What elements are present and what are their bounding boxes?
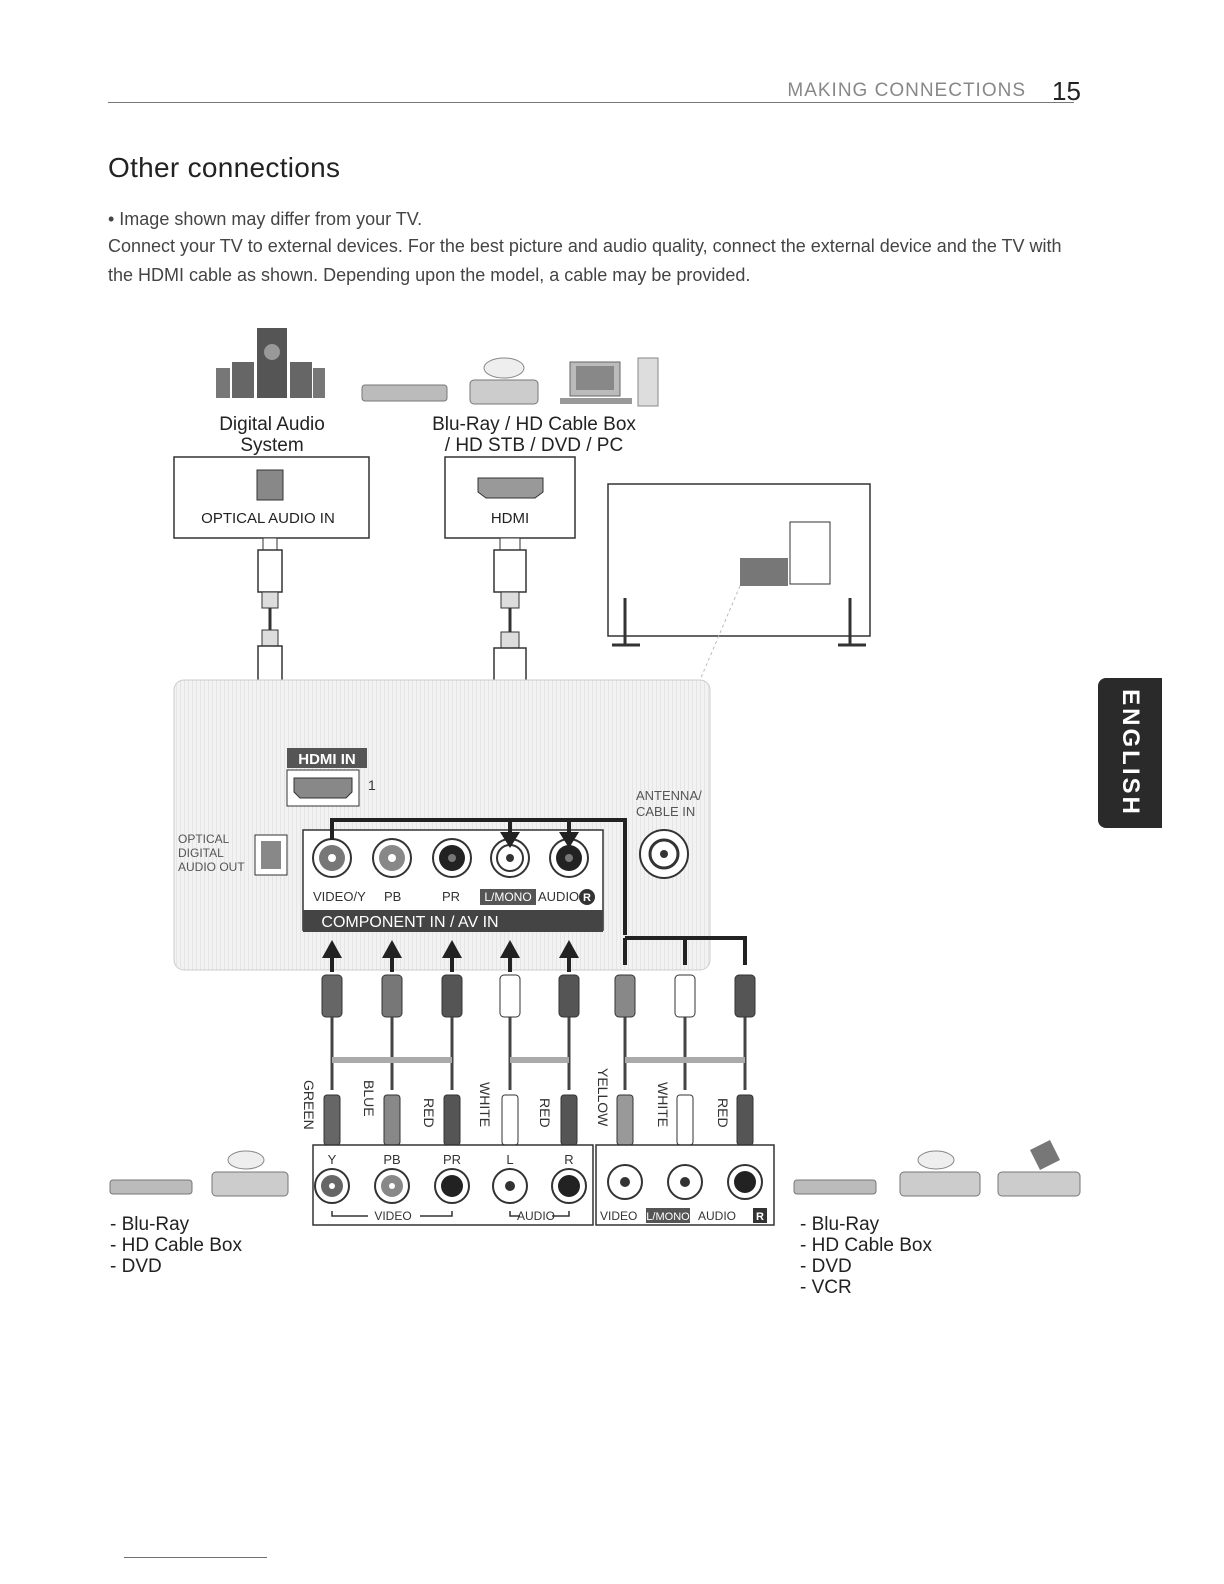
ext-av-audio-label: AUDIO — [698, 1209, 736, 1223]
component-label: COMPONENT IN / AV IN — [321, 914, 498, 931]
right-device-list: - Blu-Ray - HD Cable Box - DVD - VCR — [800, 1214, 932, 1298]
ext-jack-label-pb: PB — [383, 1152, 400, 1167]
section-title: MAKING CONNECTIONS — [787, 80, 1026, 101]
tv-back-icon — [600, 483, 871, 681]
right-list-item: - HD Cable Box — [800, 1235, 932, 1256]
right-list-item: - Blu-Ray — [800, 1214, 880, 1235]
hdmi-in-label-bg — [287, 748, 367, 768]
ext-jack-label-pr: PR — [443, 1152, 461, 1167]
ext-av-r-bg — [753, 1208, 767, 1223]
jack-label-r-bg — [579, 889, 595, 905]
ext-av-mono-label: L/MONO — [646, 1211, 690, 1223]
av-cable-bracket — [330, 818, 627, 935]
ext-av-video-label: VIDEO — [600, 1209, 637, 1223]
jack-label-pb: PB — [384, 889, 401, 904]
cable-wires — [330, 1017, 747, 1090]
image-note: • Image shown may differ from your TV. — [108, 209, 423, 229]
right-list-item: - VCR — [800, 1277, 852, 1298]
right-devices-icon — [793, 1140, 1081, 1197]
ext-video-label: VIDEO — [374, 1209, 411, 1223]
cable-label-white: WHITE — [477, 1082, 493, 1127]
intro-paragraph: Connect your TV to external devices. For… — [108, 236, 1062, 285]
hdmi-box-label: HDMI — [491, 510, 529, 527]
av-device-label-2: / HD STB / DVD / PC — [445, 435, 623, 456]
hdmi-in-label: HDMI IN — [298, 751, 356, 768]
ext-av-r-label: R — [756, 1211, 764, 1223]
component-label-bg — [303, 910, 603, 932]
antenna-label-2: CABLE IN — [636, 804, 695, 819]
cable-label-red-3: RED — [715, 1098, 731, 1128]
audio-system-label-2: System — [240, 435, 303, 456]
left-list-item: - HD Cable Box — [110, 1235, 242, 1256]
rca-plugs-top — [321, 974, 756, 1018]
left-list-item: - DVD — [110, 1256, 162, 1277]
optical-box-label: OPTICAL AUDIO IN — [201, 510, 335, 527]
jack-label-r: R — [583, 892, 591, 904]
ext-jack-label-r: R — [564, 1152, 573, 1167]
lmono-label-bg — [480, 889, 536, 905]
jack-label-audio: AUDIO — [538, 889, 579, 904]
rca-plugs-bottom — [323, 1094, 754, 1146]
av-device-label-1: Blu-Ray / HD Cable Box — [432, 414, 636, 435]
jack-label-lmono: L/MONO — [484, 890, 531, 904]
cable-label-blue: BLUE — [361, 1080, 377, 1117]
left-list-item: - Blu-Ray — [110, 1214, 190, 1235]
jack-label-video-y: VIDEO/Y — [313, 889, 366, 904]
bluray-player-icon — [361, 357, 539, 405]
cable-label-yellow: YELLOW — [595, 1068, 611, 1127]
pc-icon — [560, 357, 659, 407]
audio-system-label-1: Digital Audio — [219, 414, 325, 435]
language-tab: ENGLISH — [1098, 678, 1162, 828]
hdmi-port-icon — [477, 477, 544, 499]
left-devices-icon — [109, 1150, 289, 1197]
page-number: 15 — [1052, 76, 1081, 106]
external-av-jacks — [607, 1164, 763, 1200]
footer-rule — [124, 1557, 267, 1558]
cable-label-red-2: RED — [537, 1098, 553, 1128]
jack-label-pr: PR — [442, 889, 460, 904]
hdmi-in-port-number: 1 — [368, 777, 376, 793]
external-component-jacks — [314, 1168, 587, 1204]
optical-out-label-3: AUDIO OUT — [178, 860, 245, 874]
cable-label-red: RED — [421, 1098, 437, 1128]
ext-jack-label-y: Y — [328, 1152, 337, 1167]
optical-port-icon — [256, 469, 284, 501]
left-device-list: - Blu-Ray - HD Cable Box - DVD — [110, 1214, 242, 1277]
antenna-label-1: ANTENNA/ — [636, 788, 702, 803]
ext-jack-label-l: L — [506, 1152, 513, 1167]
ext-audio-label: AUDIO — [517, 1209, 555, 1223]
component-up-arrows — [322, 940, 579, 972]
optical-out-port — [261, 841, 281, 869]
cable-label-white-2: WHITE — [655, 1082, 671, 1127]
cable-color-labels: GREEN BLUE RED WHITE RED YELLOW WHITE RE… — [301, 1068, 731, 1130]
speaker-system-icon — [216, 328, 325, 398]
page-title: Other connections — [108, 152, 341, 183]
optical-out-label-1: OPTICAL — [178, 832, 230, 846]
cable-label-green: GREEN — [301, 1080, 317, 1130]
optical-out-label-2: DIGITAL — [178, 846, 224, 860]
header-rule — [108, 102, 1074, 103]
right-list-item: - DVD — [800, 1256, 852, 1277]
hdmi-in-port — [293, 777, 353, 799]
ext-av-mono-bg — [646, 1208, 690, 1223]
